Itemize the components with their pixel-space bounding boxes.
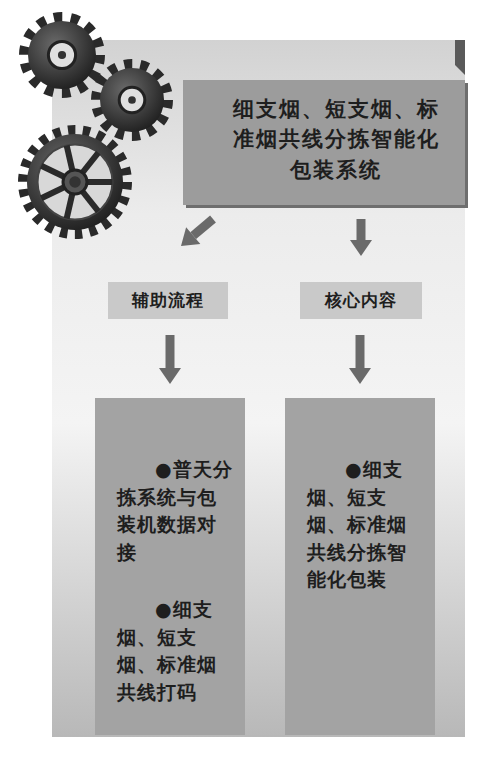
arrow-head [159, 368, 181, 384]
category-label: 核心内容 [308, 288, 414, 313]
gear-teeth [24, 17, 100, 93]
block-arrow [181, 216, 216, 246]
block-arrow [350, 219, 372, 256]
gear-teeth [96, 64, 168, 136]
gear-body [27, 134, 123, 230]
gear-hub [48, 41, 75, 68]
arrow-head [349, 368, 371, 384]
block-arrow [349, 335, 371, 384]
arrow-head [181, 227, 200, 246]
gear [23, 130, 127, 234]
arrow-shaft [356, 335, 365, 368]
title-text: 细支烟、短支烟、标准烟共线分拣智能化包装系统 [223, 94, 449, 185]
gear [96, 64, 168, 136]
gear-body [28, 21, 96, 89]
gear-body [100, 68, 164, 132]
gear-hub [63, 170, 87, 194]
category-box: 辅助流程 [108, 282, 228, 319]
gear-rim [38, 145, 113, 220]
gear-teeth [23, 130, 127, 234]
gear-hole [128, 96, 136, 104]
arrow-shaft [166, 335, 175, 368]
arrow-shaft [357, 219, 366, 240]
bullet-text: ●普天分拣系统与包装机数据对接 [117, 456, 233, 566]
gear-hole [69, 176, 81, 188]
panel-corner [455, 40, 465, 75]
bullet-text: ●细支烟、短支烟、标准烟共线打码 [117, 596, 233, 706]
content-box: ●细支烟、短支烟、标准烟共线分拣智能化包装 [285, 398, 435, 735]
title-box: 细支烟、短支烟、标准烟共线分拣智能化包装系统 [183, 80, 465, 205]
category-label: 辅助流程 [116, 288, 220, 313]
arrow-shaft [190, 216, 216, 240]
bullet-text: ●细支烟、短支烟、标准烟共线分拣智能化包装 [307, 456, 423, 594]
arrow-head [350, 240, 372, 256]
gear-hub [119, 87, 145, 113]
gear-hole [58, 51, 66, 59]
gear [24, 17, 100, 93]
block-arrow [159, 335, 181, 384]
content-box: ●普天分拣系统与包装机数据对接 ●细支烟、短支烟、标准烟共线打码 [95, 398, 245, 735]
gears [23, 17, 168, 234]
category-box: 核心内容 [300, 282, 422, 319]
